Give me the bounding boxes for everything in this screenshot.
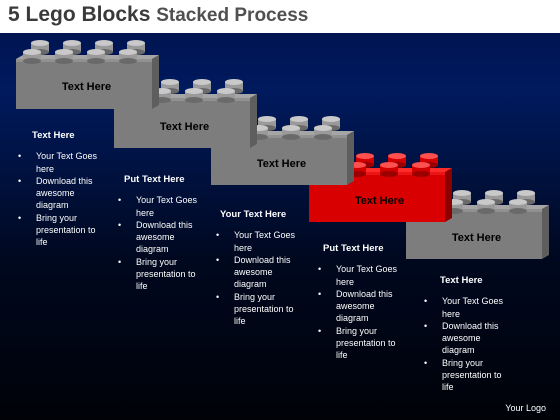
- lego-block-1: Text Here: [14, 37, 159, 109]
- bullet-item: Download this awesome diagram: [216, 254, 298, 291]
- brick-side: [250, 94, 257, 148]
- brick-stud: [282, 125, 300, 140]
- brick-highlight: [406, 209, 542, 212]
- bullet-item: Download this awesome diagram: [424, 320, 506, 357]
- bullet-item: Download this awesome diagram: [18, 175, 100, 212]
- brick-stud: [87, 49, 105, 64]
- block-3-label: Text Here: [256, 158, 307, 170]
- step-4-heading: Put Text Here: [323, 243, 384, 254]
- brick-side: [347, 131, 354, 185]
- step-3-text: Your Text Here Your Text Goes here Downl…: [216, 209, 298, 328]
- brick-stud: [119, 49, 137, 64]
- step-2-bullets: Your Text Goes here Download this awesom…: [118, 194, 200, 292]
- bullet-item: Bring your presentation to life: [318, 325, 400, 362]
- bullet-item: Download this awesome diagram: [118, 219, 200, 256]
- step-3-heading: Your Text Here: [220, 209, 287, 220]
- block-2-label: Text Here: [159, 121, 210, 133]
- brick-side: [152, 55, 159, 109]
- brick-stud: [412, 162, 430, 177]
- brick-highlight: [211, 135, 347, 138]
- title-bar: 5 Lego Blocks Stacked Process: [0, 0, 560, 33]
- slide-title: 5 Lego Blocks Stacked Process: [8, 3, 308, 27]
- brick-stud: [509, 199, 527, 214]
- step-2-text: Put Text Here Your Text Goes here Downlo…: [118, 174, 200, 293]
- brick-side: [542, 205, 549, 259]
- brick-highlight: [114, 98, 250, 101]
- brick-stud: [23, 49, 41, 64]
- bullet-item: Your Text Goes here: [216, 229, 298, 254]
- bullet-item: Bring your presentation to life: [216, 291, 298, 328]
- step-5-text: Text Here Your Text Goes here Download t…: [424, 275, 506, 394]
- step-1-bullets: Your Text Goes here Download this awesom…: [18, 150, 100, 248]
- brick-stud: [185, 88, 203, 103]
- brick-stud: [477, 199, 495, 214]
- step-1-heading: Text Here: [32, 130, 75, 141]
- brick-side: [445, 168, 452, 222]
- logo-text: Your Logo: [505, 403, 546, 413]
- brick-stud: [55, 49, 73, 64]
- brick-highlight: [16, 59, 152, 62]
- step-4-text: Put Text Here Your Text Goes here Downlo…: [318, 243, 400, 362]
- bullet-item: Bring your presentation to life: [18, 212, 100, 249]
- bullet-item: Your Text Goes here: [424, 295, 506, 320]
- block-5-label: Text Here: [451, 232, 502, 244]
- lego-brick-shape: [16, 40, 159, 109]
- bullet-item: Bring your presentation to life: [118, 256, 200, 293]
- bullet-item: Your Text Goes here: [318, 263, 400, 288]
- brick-stud: [314, 125, 332, 140]
- step-4-bullets: Your Text Goes here Download this awesom…: [318, 263, 400, 361]
- step-5-heading: Text Here: [440, 275, 483, 286]
- bullet-item: Download this awesome diagram: [318, 288, 400, 325]
- block-1-label: Text Here: [61, 81, 112, 93]
- title-sub: Stacked Process: [156, 5, 309, 26]
- brick-front: [16, 59, 152, 109]
- step-3-bullets: Your Text Goes here Download this awesom…: [216, 229, 298, 327]
- bullet-item: Bring your presentation to life: [424, 357, 506, 394]
- brick-highlight: [309, 172, 445, 175]
- step-2-heading: Put Text Here: [124, 174, 185, 185]
- title-main: 5 Lego Blocks: [8, 3, 151, 26]
- bullet-item: Your Text Goes here: [118, 194, 200, 219]
- step-1-text: Text Here Your Text Goes here Download t…: [18, 130, 100, 249]
- brick-stud: [380, 162, 398, 177]
- brick-stud: [217, 88, 235, 103]
- block-4-label: Text Here: [354, 195, 405, 207]
- step-5-bullets: Your Text Goes here Download this awesom…: [424, 295, 506, 393]
- bullet-item: Your Text Goes here: [18, 150, 100, 175]
